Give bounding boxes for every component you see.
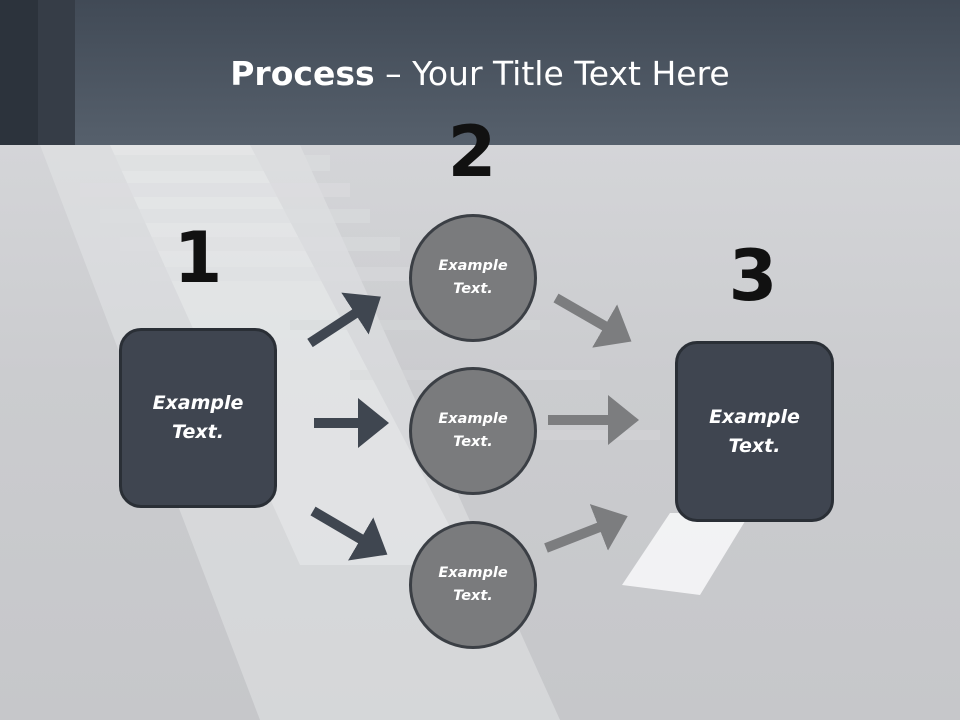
title-bold-part: Process	[230, 54, 375, 93]
step2-circle-top: Example Text.	[409, 214, 537, 342]
step3-label: Example Text.	[709, 405, 800, 457]
arrow-step1-to-circle-bottom	[310, 506, 388, 561]
step2-circle-label: Example Text.	[438, 565, 508, 604]
header-accent-stripe	[0, 0, 38, 145]
title-rest-part: – Your Title Text Here	[374, 54, 730, 93]
step1-label: Example Text.	[152, 392, 244, 443]
step2-circle-label: Example Text.	[438, 411, 508, 450]
arrow-circle-bottom-to-step3	[544, 504, 628, 553]
step2-circle-label: Example Text.	[438, 258, 508, 297]
step-number-1: 1	[173, 217, 223, 299]
step3-box: Example Text.	[675, 341, 834, 522]
step2-circle-bottom: Example Text.	[409, 521, 537, 649]
step2-circle-middle: Example Text.	[409, 367, 537, 495]
step1-box: Example Text.	[119, 328, 277, 508]
step-number-3: 3	[728, 235, 778, 317]
header-bar	[0, 0, 960, 145]
header-accent-stripe	[38, 0, 75, 145]
arrow-circle-top-to-step3	[553, 293, 632, 348]
slide-title: Process – Your Title Text Here	[0, 52, 960, 96]
step-number-2: 2	[447, 111, 497, 193]
arrow-step1-to-circle-top	[307, 292, 381, 348]
